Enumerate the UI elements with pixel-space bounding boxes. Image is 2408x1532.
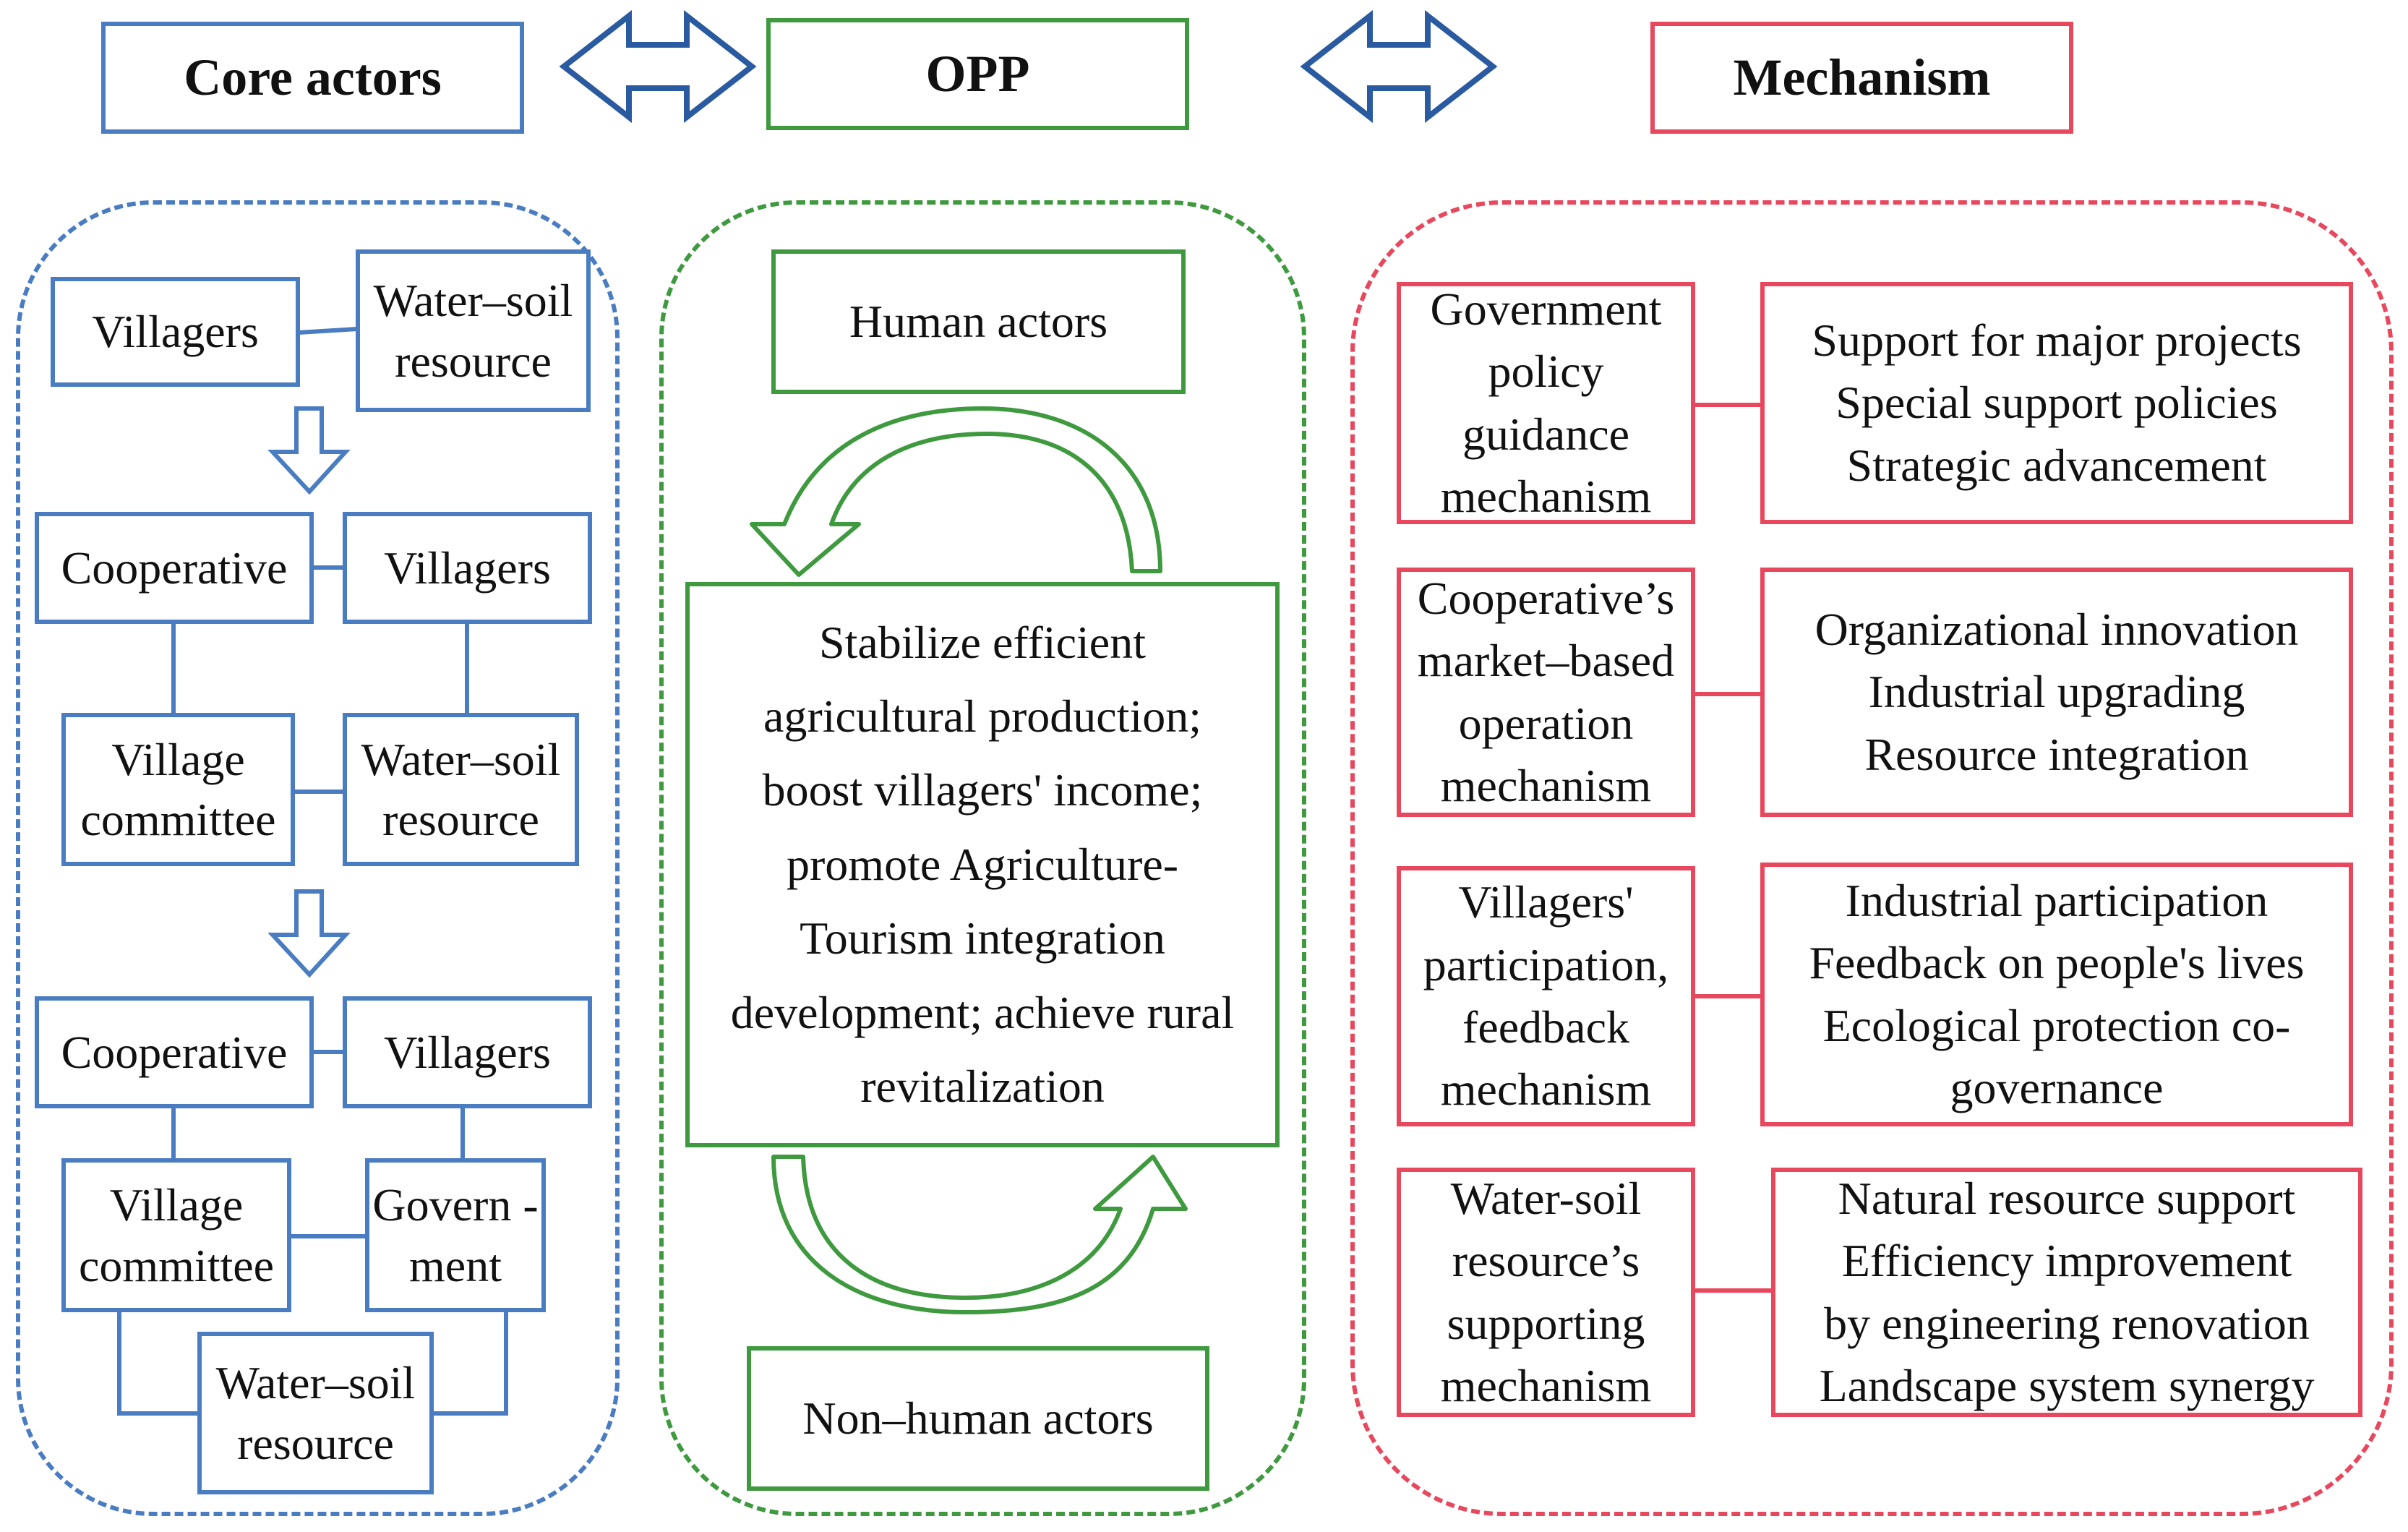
goal-line: revitalization xyxy=(860,1060,1105,1112)
mechanism-detail-line: Support for major projects xyxy=(1812,314,2302,366)
mechanism-name-line: Villagers' xyxy=(1458,876,1634,928)
mechanism-name-line: mechanism xyxy=(1440,1064,1652,1116)
link-villagers-resource-1 xyxy=(298,327,358,335)
mechanism-column xyxy=(1350,200,2394,1516)
mechanism-name-line: resource’s xyxy=(1452,1235,1640,1287)
mechanism-detail-box: Support for major projects Special suppo… xyxy=(1760,282,2353,524)
mechanism-detail-line: Efficiency improvement xyxy=(1841,1235,2292,1287)
mechanism-detail-line: Resource integration xyxy=(1864,728,2249,780)
opp-goal-text: Stabilize efficient agricultural product… xyxy=(731,606,1235,1124)
mechanism-detail-line: Special support policies xyxy=(1835,377,2278,429)
mechanism-detail-box: Natural resource support Efficiency impr… xyxy=(1771,1168,2362,1417)
mechanism-detail-line: Organizational innovation xyxy=(1814,603,2299,655)
mechanism-name-line: participation, xyxy=(1423,938,1669,990)
core-actors-column xyxy=(16,200,620,1516)
cycle-arrow-top xyxy=(750,406,1162,577)
government-box: Govern -ment xyxy=(365,1158,546,1312)
mechanism-name-line: Government xyxy=(1430,283,1662,335)
down-arrow-1 xyxy=(267,406,351,495)
goal-line: Stabilize efficient xyxy=(819,616,1146,668)
mechanism-detail-line: Industrial upgrading xyxy=(1868,666,2245,718)
mechanism-detail-line: Natural resource support xyxy=(1838,1172,2296,1224)
mechanism-name-line: mechanism xyxy=(1440,470,1652,522)
water-soil-resource-box: Water–soil resource xyxy=(343,713,579,866)
villagers-box: Villagers xyxy=(51,277,300,387)
human-actors-box: Human actors xyxy=(771,249,1186,394)
mechanism-detail-line: Feedback on people's lives xyxy=(1809,937,2305,989)
village-committee-box: Village committee xyxy=(61,1158,291,1312)
goal-line: boost villagers' income; xyxy=(762,764,1203,816)
mechanism-name-line: market–based xyxy=(1417,635,1675,687)
mechanism-name-line: feedback xyxy=(1462,1001,1629,1053)
double-arrow-opp-mechanism xyxy=(1300,9,1498,124)
mechanism-detail-box: Industrial participation Feedback on peo… xyxy=(1760,863,2353,1126)
double-arrow-core-opp xyxy=(559,9,757,124)
mechanism-name-line: mechanism xyxy=(1440,1359,1652,1411)
mechanism-name-box: Water-soil resource’s supporting mechani… xyxy=(1397,1168,1695,1417)
mechanism-name-line: Water-soil xyxy=(1450,1172,1642,1224)
mechanism-name-line: mechanism xyxy=(1440,759,1652,811)
opp-goal-box: Stabilize efficient agricultural product… xyxy=(685,582,1280,1147)
goal-line: agricultural production; xyxy=(763,690,1202,743)
opp-column xyxy=(659,200,1306,1516)
mechanism-name-box: Government policy guidance mechanism xyxy=(1397,282,1695,524)
mechanism-name-line: operation xyxy=(1458,697,1634,749)
mechanism-header: Mechanism xyxy=(1650,22,2073,134)
down-arrow-2 xyxy=(267,889,351,978)
village-committee-box: Village committee xyxy=(61,713,295,866)
cycle-arrow-bottom xyxy=(771,1155,1188,1314)
mechanism-detail-line: by engineering renovation xyxy=(1824,1297,2310,1349)
mechanism-name-line: Cooperative’s xyxy=(1417,572,1675,624)
non-human-actors-box: Non–human actors xyxy=(747,1346,1209,1491)
water-soil-resource-box: Water–soil resource xyxy=(356,249,591,412)
cooperative-box: Cooperative xyxy=(35,996,314,1108)
villagers-box: Villagers xyxy=(343,512,592,624)
mechanism-detail-line: Strategic advancement xyxy=(1846,439,2267,491)
mechanism-detail-line: governance xyxy=(1950,1061,2164,1113)
cooperative-box: Cooperative xyxy=(35,512,314,624)
goal-line: Tourism integration xyxy=(800,912,1165,964)
mechanism-name-line: supporting xyxy=(1447,1297,1645,1349)
water-soil-resource-box: Water–soil resource xyxy=(197,1332,434,1494)
mechanism-name-line: guidance xyxy=(1462,408,1629,460)
mechanism-name-line: policy xyxy=(1488,346,1604,398)
mechanism-name-box: Cooperative’s market–based operation mec… xyxy=(1397,568,1695,817)
goal-line: development; achieve rural xyxy=(730,986,1235,1038)
mechanism-detail-line: Ecological protection co- xyxy=(1822,999,2291,1051)
mechanism-name-box: Villagers' participation, feedback mecha… xyxy=(1397,866,1695,1126)
mechanism-detail-line: Landscape system synergy xyxy=(1819,1359,2315,1411)
core-actors-header: Core actors xyxy=(101,22,524,134)
mechanism-detail-line: Industrial participation xyxy=(1845,874,2268,926)
opp-header: OPP xyxy=(766,18,1189,130)
mechanism-detail-box: Organizational innovation Industrial upg… xyxy=(1760,568,2353,817)
villagers-box: Villagers xyxy=(343,996,592,1108)
goal-line: promote Agriculture- xyxy=(786,838,1179,890)
